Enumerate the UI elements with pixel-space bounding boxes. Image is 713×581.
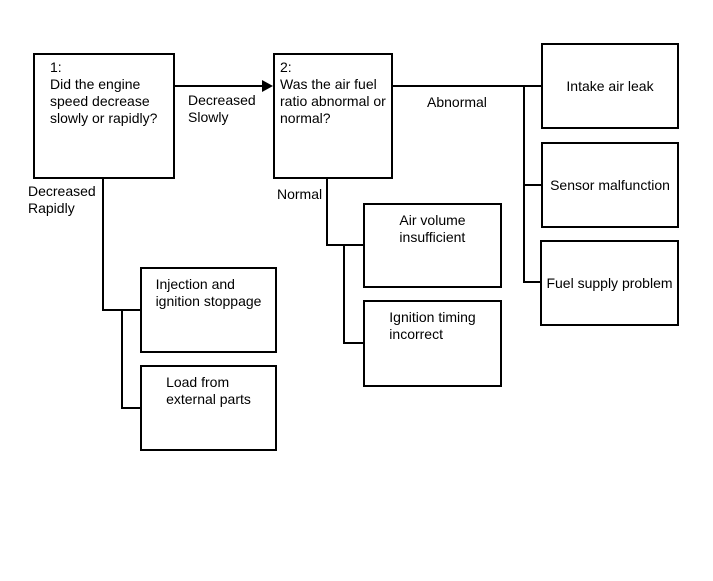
node-intake-air-leak-text: Intake air leak xyxy=(566,77,654,94)
node-sensor-malfunction-text: Sensor malfunction xyxy=(550,176,670,193)
edge-label-normal: Normal xyxy=(277,186,323,202)
connector-q2-normal-drop xyxy=(326,179,328,246)
node-injection-ignition-stoppage: Injection and ignition stoppage xyxy=(140,267,277,353)
node-question-1-number: 1: xyxy=(50,59,62,75)
node-load-external-parts: Load from external parts xyxy=(140,365,277,451)
node-fuel-supply-problem-text: Fuel supply problem xyxy=(546,274,673,291)
edge-label-abnormal: Abnormal xyxy=(427,94,487,110)
connector-stub-fuel xyxy=(523,281,540,283)
node-load-external-parts-text: Load from external parts xyxy=(166,374,251,407)
node-air-volume-insufficient-text: Air volume insufficient xyxy=(399,212,466,245)
connector-stub-ignition-timing xyxy=(343,342,363,344)
connector-q1-to-q2-shaft xyxy=(175,85,264,87)
connector-q1-rapid-drop xyxy=(102,179,104,311)
node-question-1: 1: Did the engine speed decrease slowly … xyxy=(33,53,175,179)
connector-q1-to-q2-arrowhead-icon xyxy=(262,80,273,92)
connector-rapid-bus xyxy=(121,309,123,409)
node-question-2-number: 2: xyxy=(280,59,292,75)
node-question-2: 2: Was the air fuel ratio abnormal or no… xyxy=(273,53,393,179)
connector-stub-sensor xyxy=(523,184,541,186)
node-intake-air-leak: Intake air leak xyxy=(541,43,679,129)
connector-q2-to-intake xyxy=(393,85,541,87)
connector-stub-load xyxy=(121,407,140,409)
node-question-1-text: Did the engine speed decrease slowly or … xyxy=(50,76,158,126)
node-air-volume-insufficient: Air volume insufficient xyxy=(363,203,502,288)
node-question-2-text: Was the air fuel ratio abnormal or norma… xyxy=(280,76,386,126)
edge-label-decreased-rapidly: Decreased Rapidly xyxy=(28,183,96,216)
node-injection-ignition-stoppage-text: Injection and ignition stoppage xyxy=(155,276,262,309)
edge-label-decreased-slowly: Decreased Slowly xyxy=(188,92,256,125)
node-sensor-malfunction: Sensor malfunction xyxy=(541,142,679,228)
node-ignition-timing-incorrect-text: Ignition timing incorrect xyxy=(389,309,476,342)
connector-normal-bus xyxy=(343,244,345,344)
node-fuel-supply-problem: Fuel supply problem xyxy=(540,240,679,326)
node-ignition-timing-incorrect: Ignition timing incorrect xyxy=(363,300,502,387)
